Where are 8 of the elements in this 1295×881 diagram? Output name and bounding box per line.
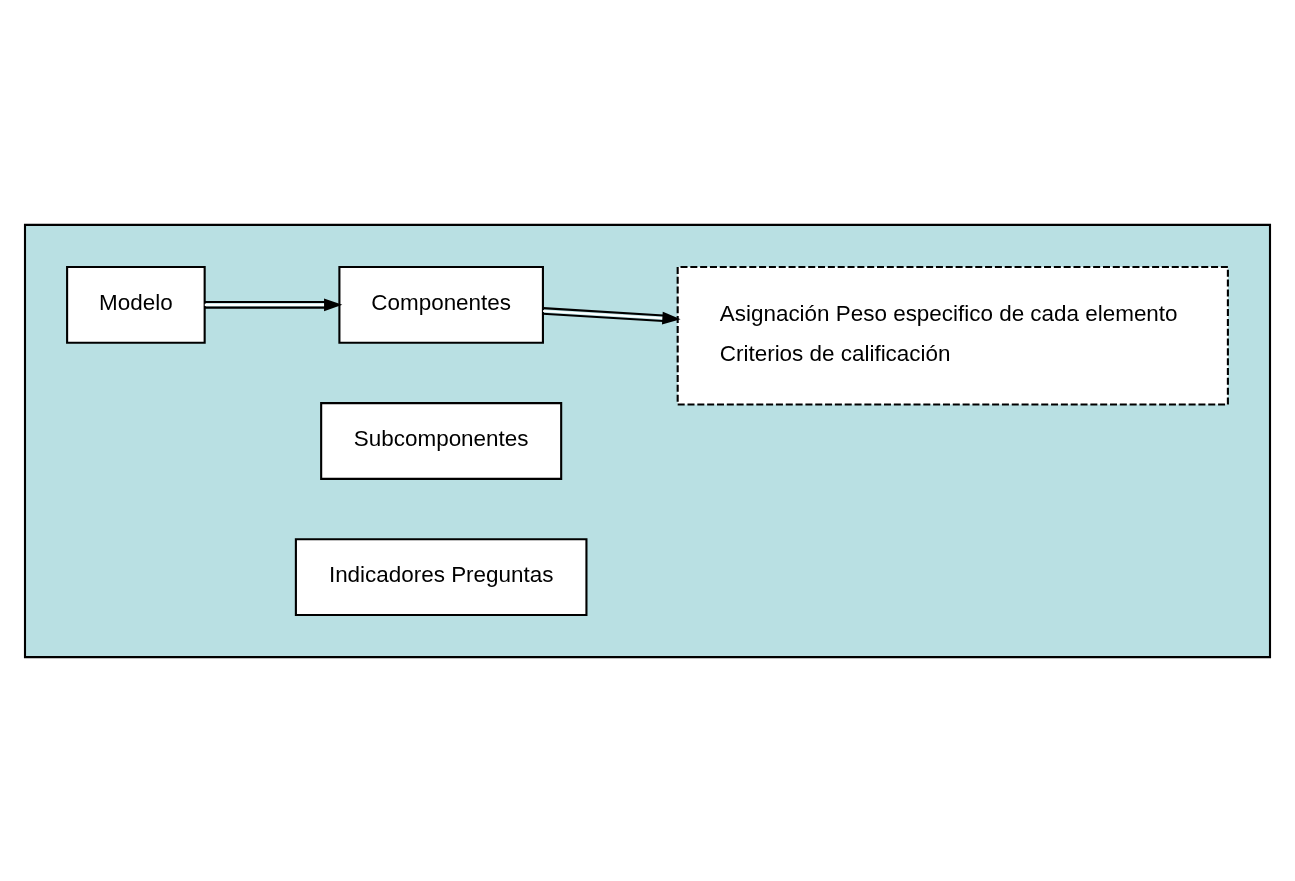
node-box: Modelo xyxy=(66,265,206,344)
arrow xyxy=(542,306,681,325)
node-box: Componentes xyxy=(338,265,544,344)
node-box: Indicadores Preguntas xyxy=(294,537,588,616)
node-box: Asignación Peso especifico de cada elemento Criterios de calificación xyxy=(676,265,1229,406)
arrow xyxy=(204,297,343,311)
cluster xyxy=(23,223,1272,658)
node-box: Subcomponentes xyxy=(320,401,563,480)
